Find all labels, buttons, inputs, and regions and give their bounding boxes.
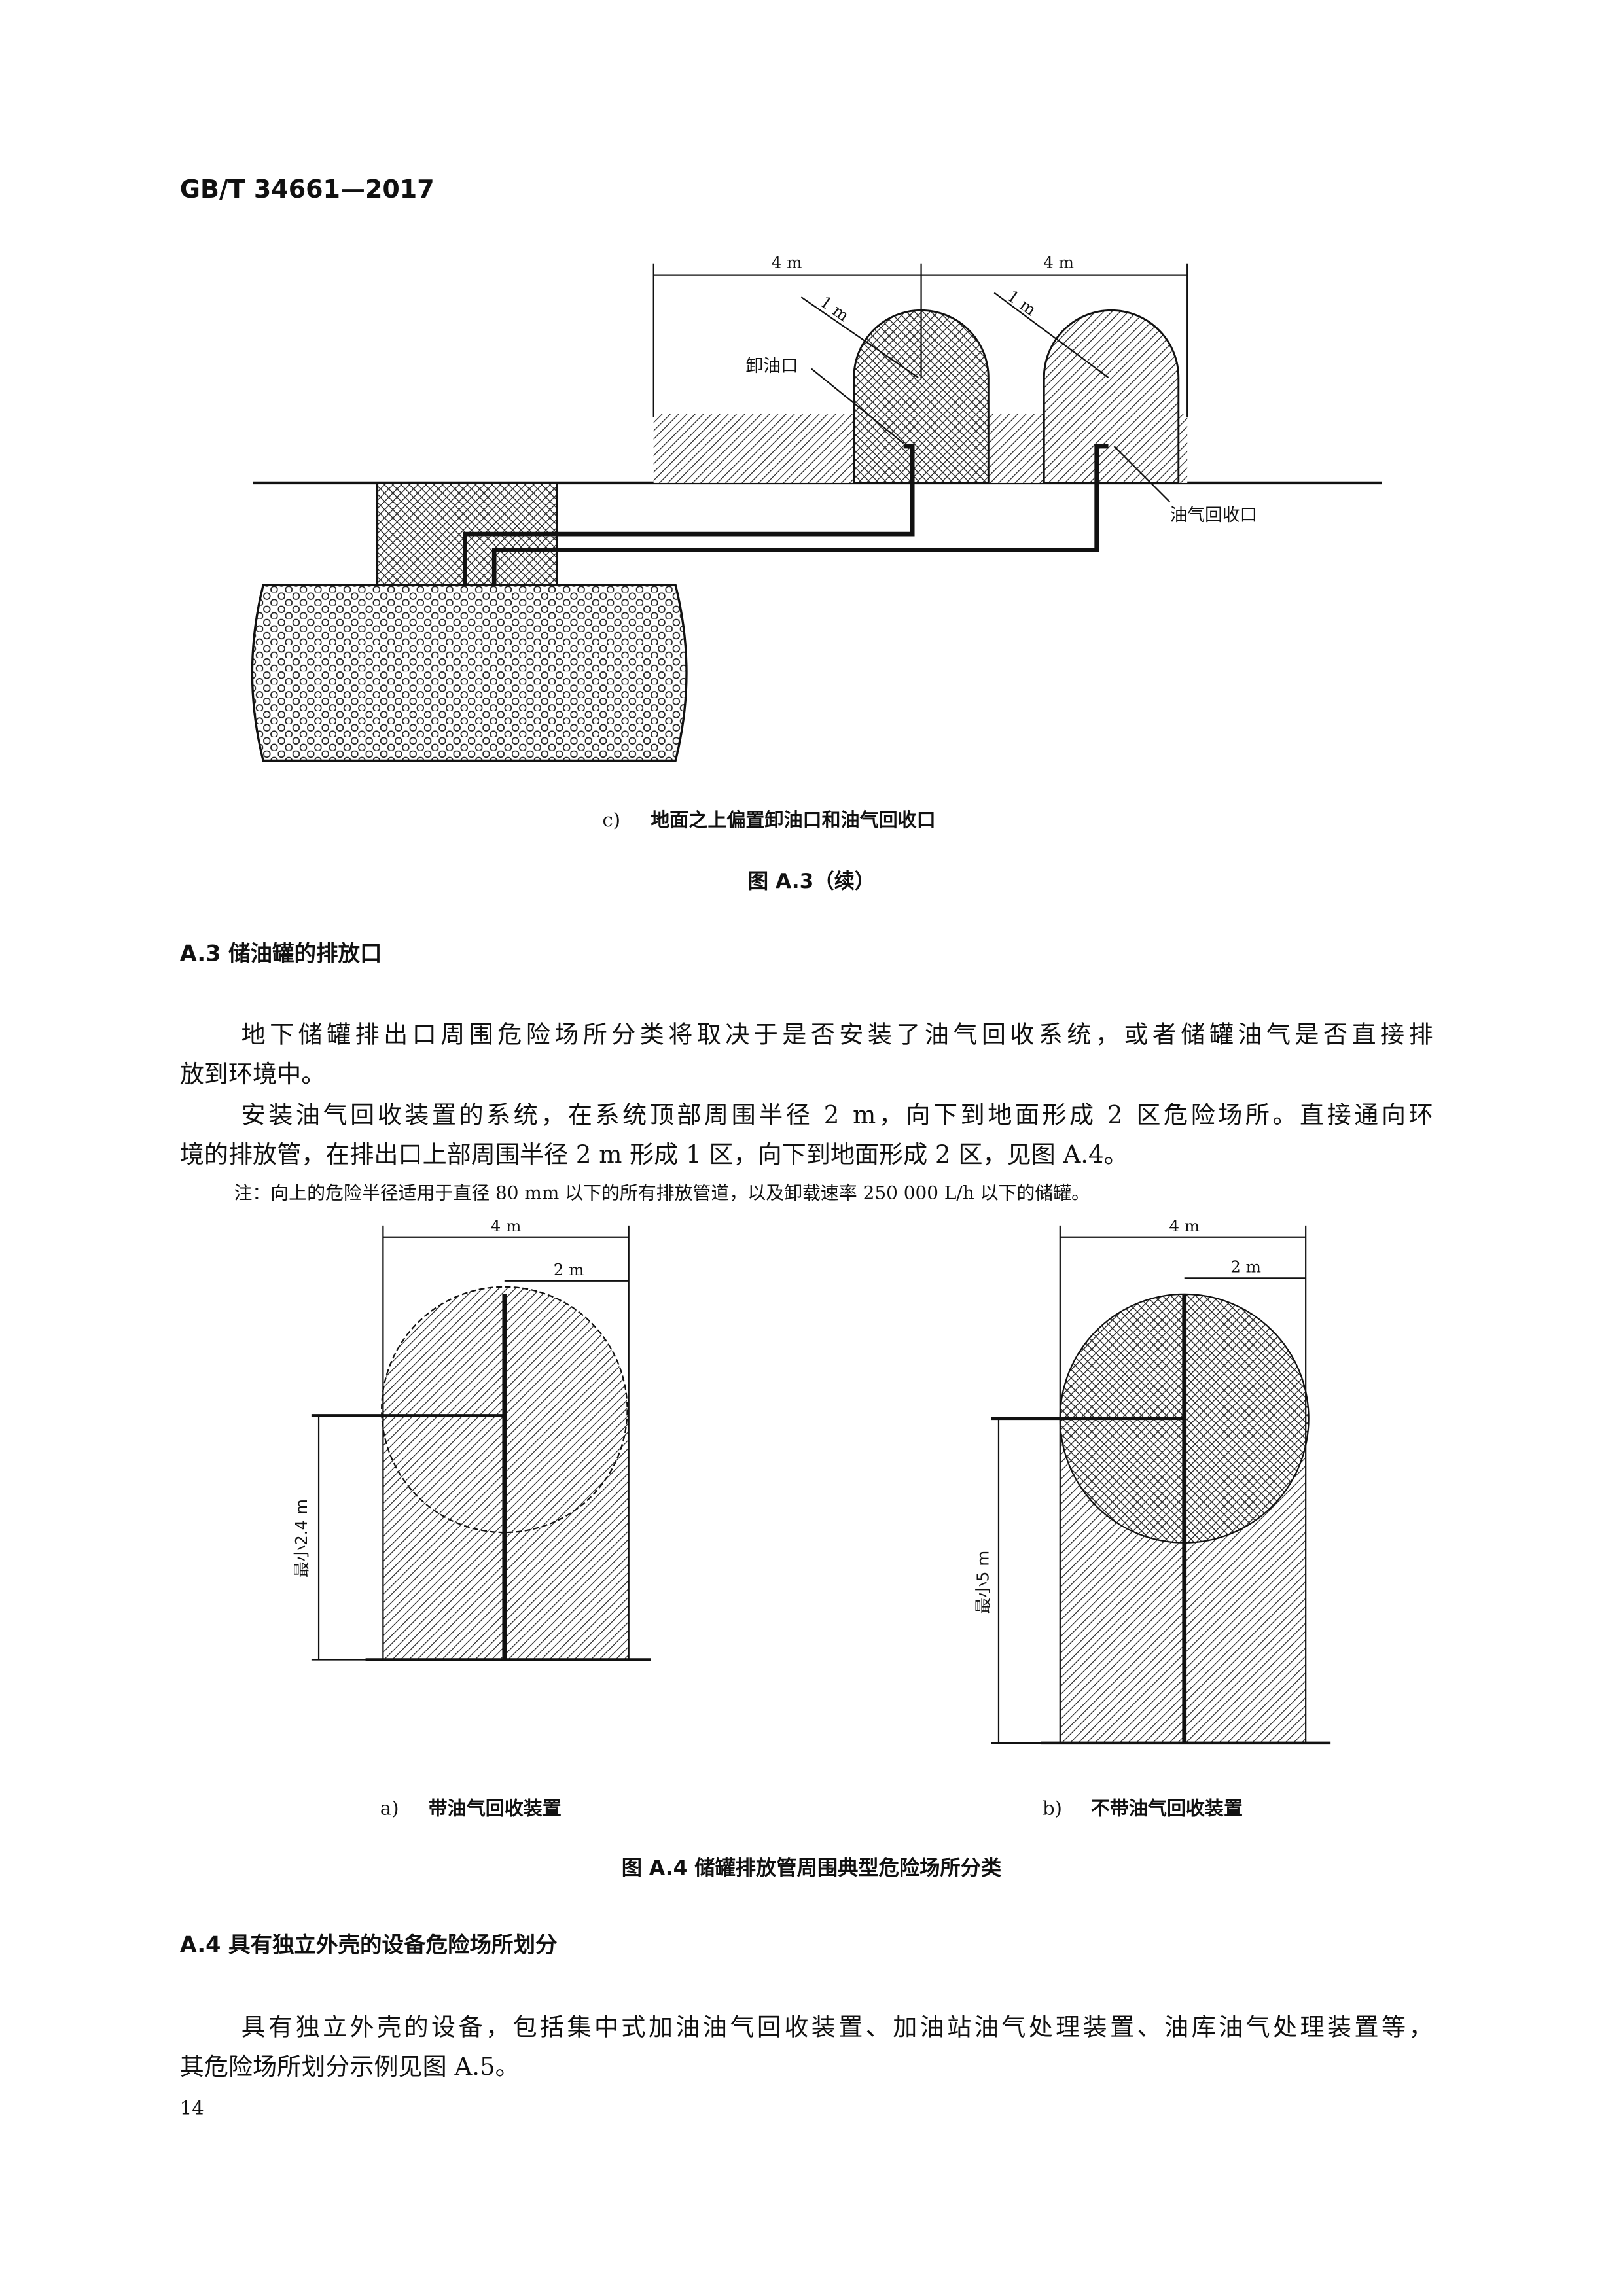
figure-a3-title: 图 A.3（续） bbox=[748, 870, 875, 893]
a4a-width-label: 4 m bbox=[491, 1216, 522, 1235]
paragraph-line: 具有独立外壳的设备，包括集中式加油油气回收装置、加油站油气处理装置、油库油气处理… bbox=[241, 2013, 1433, 2041]
vapor-pipe bbox=[491, 444, 1109, 586]
radius-left-label: 1 m bbox=[817, 292, 853, 326]
paragraph-line: 放到环境中。 bbox=[180, 1060, 325, 1088]
figure-a3c-diagram bbox=[251, 263, 1382, 762]
paragraph-line: 境的排放管，在排出口上部周围半径 2 m 形成 1 区，向下到地面形成 2 区，… bbox=[180, 1140, 1128, 1169]
figure-a4a-caption: 带油气回收装置 bbox=[429, 1797, 562, 1819]
figure-a3c-letter: c) bbox=[603, 809, 621, 831]
a4b-width-label: 4 m bbox=[1169, 1216, 1200, 1235]
section-a3-heading: A.3 储油罐的排放口 bbox=[180, 941, 382, 966]
vapor-port-label: 油气回收口 bbox=[1169, 505, 1257, 525]
figure-a3c-caption: 地面之上偏置卸油口和油气回收口 bbox=[651, 809, 935, 831]
vapor-port-zone bbox=[1043, 309, 1180, 484]
paragraph-line: 安装油气回收装置的系统，在系统顶部周围半径 2 m，向下到地面形成 2 区危险场… bbox=[241, 1101, 1433, 1129]
a4b-radius-label: 2 m bbox=[1230, 1257, 1261, 1276]
note: 注：向上的危险半径适用于直径 80 mm 以下的所有排放管道，以及卸载速率 25… bbox=[234, 1182, 1090, 1204]
figure-a4b-caption: 不带油气回收装置 bbox=[1091, 1797, 1243, 1819]
figure-a4b-letter: b) bbox=[1043, 1797, 1062, 1819]
figure-a4a-letter: a) bbox=[380, 1797, 399, 1819]
unload-port-zone bbox=[853, 309, 990, 484]
radius-right-label: 1 m bbox=[1004, 287, 1040, 320]
a4a-radius-label: 2 m bbox=[554, 1260, 584, 1279]
paragraph-line: 其危险场所划分示例见图 A.5。 bbox=[180, 2053, 520, 2081]
standard-code: GB/T 34661—2017 bbox=[180, 175, 435, 203]
dim-left-label: 4 m bbox=[772, 253, 802, 272]
a4a-height-label: 最小2.4 m bbox=[292, 1499, 311, 1578]
figure-a4-title: 图 A.4 储罐排放管周围典型危险场所分类 bbox=[622, 1856, 1002, 1880]
figure-a4a-diagram bbox=[311, 1225, 651, 1661]
unload-pipe bbox=[463, 444, 915, 586]
storage-tank bbox=[251, 584, 688, 762]
a4b-height-label: 最小5 m bbox=[973, 1551, 992, 1614]
unload-port-label: 卸油口 bbox=[745, 356, 798, 376]
section-a4-heading: A.4 具有独立外壳的设备危险场所划分 bbox=[180, 1932, 558, 1957]
figure-a4b-diagram bbox=[991, 1225, 1331, 1745]
page-number: 14 bbox=[180, 2096, 204, 2119]
dim-right-label: 4 m bbox=[1043, 253, 1074, 272]
paragraph-line: 地下储罐排出口周围危险场所分类将取决于是否安装了油气回收系统，或者储罐油气是否直… bbox=[241, 1021, 1433, 1049]
